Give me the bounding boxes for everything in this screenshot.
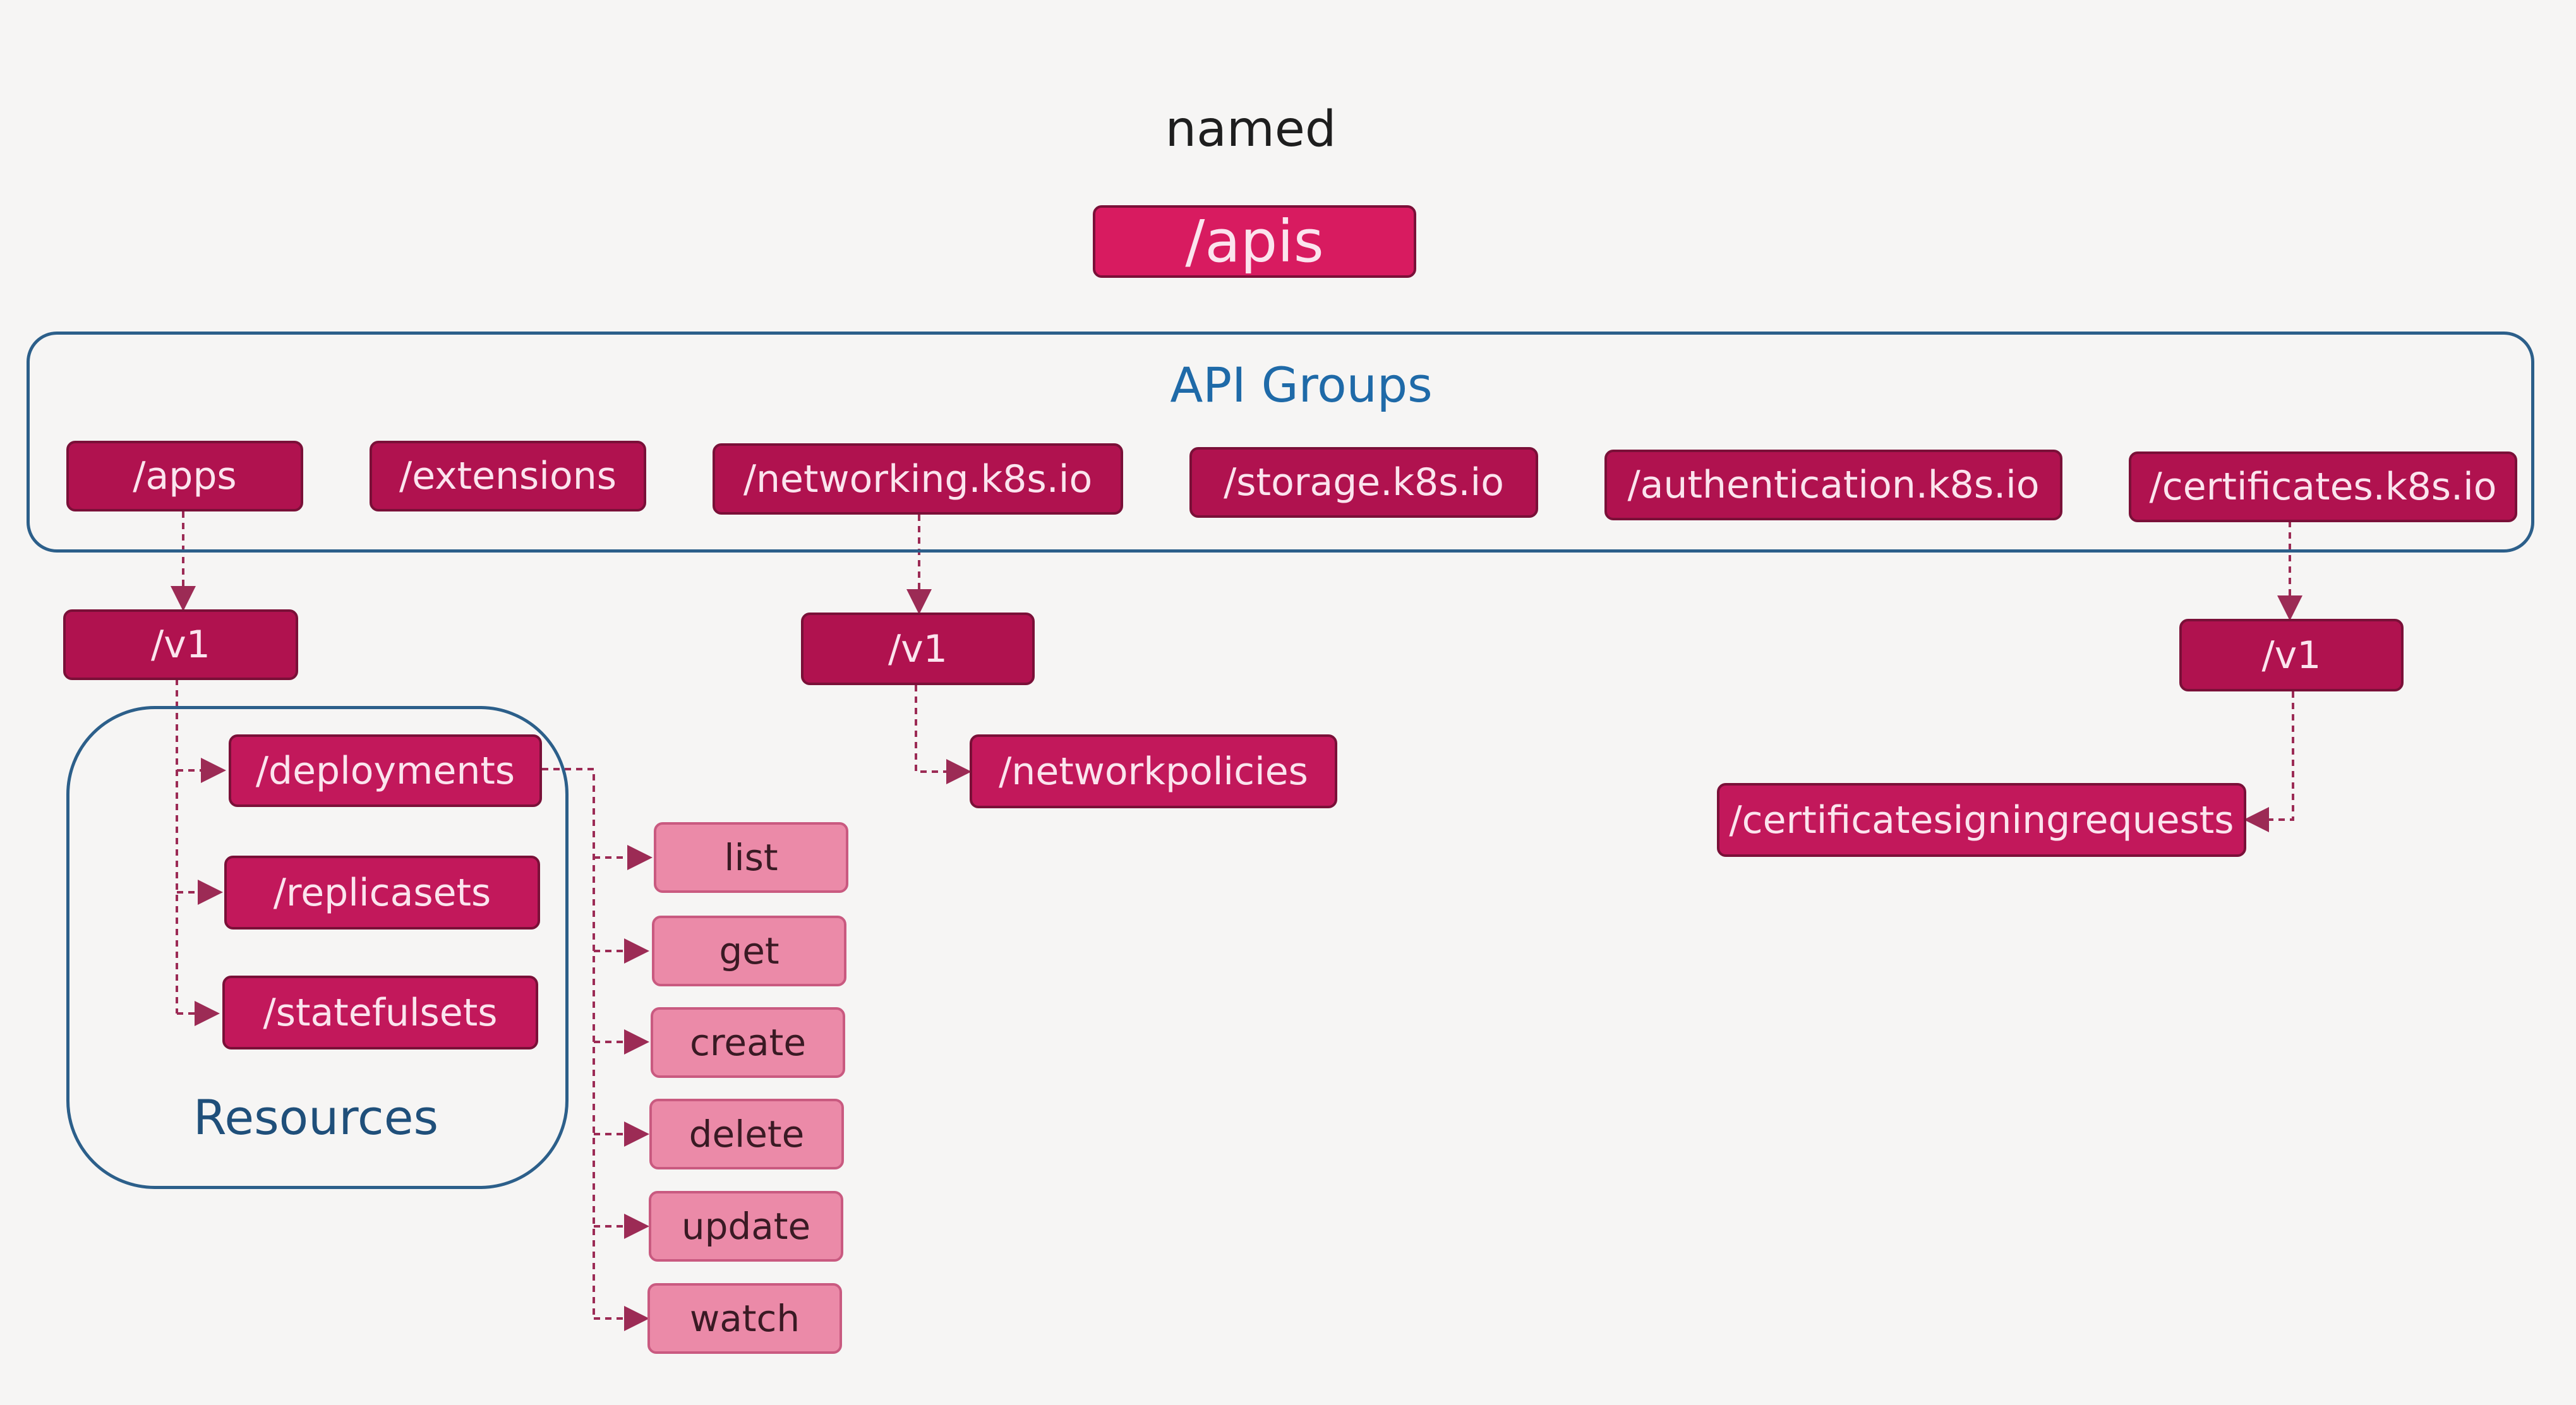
group-extensions-node: /extensions (370, 441, 646, 511)
group-certificates-node: /certificates.k8s.io (2129, 451, 2517, 522)
group-networking-node: /networking.k8s.io (713, 443, 1123, 515)
group-authentication-node: /authentication.k8s.io (1604, 450, 2062, 520)
apps-v1-node: /v1 (63, 609, 298, 680)
certificates-v1-node: /v1 (2179, 619, 2404, 691)
verb-delete-node: delete (649, 1099, 844, 1169)
root-apis-node: /apis (1093, 205, 1416, 278)
verb-create-node: create (651, 1007, 845, 1078)
connector-to-csr (2244, 691, 2294, 832)
verb-get-node: get (652, 916, 846, 986)
resource-csr-node: /certificatesigningrequests (1717, 783, 2246, 857)
verb-update-node: update (649, 1191, 843, 1262)
group-apps-node: /apps (66, 441, 303, 511)
connector-to-networkpolicies (915, 685, 972, 784)
verb-list-node: list (654, 822, 848, 893)
diagram-heading: named (1165, 101, 1337, 158)
verb-watch-node: watch (647, 1283, 842, 1354)
api-groups-label: API Groups (1170, 357, 1433, 413)
resources-label: Resources (193, 1089, 439, 1145)
resource-deployments-node: /deployments (229, 734, 542, 807)
api-groups-container (27, 332, 2534, 553)
resource-statefulsets-node: /statefulsets (222, 976, 538, 1049)
group-storage-node: /storage.k8s.io (1189, 447, 1538, 518)
resource-replicasets-node: /replicasets (224, 856, 540, 930)
networking-v1-node: /v1 (801, 613, 1035, 685)
resources-container (66, 706, 569, 1189)
resource-networkpolicies-node: /networkpolicies (970, 734, 1337, 808)
